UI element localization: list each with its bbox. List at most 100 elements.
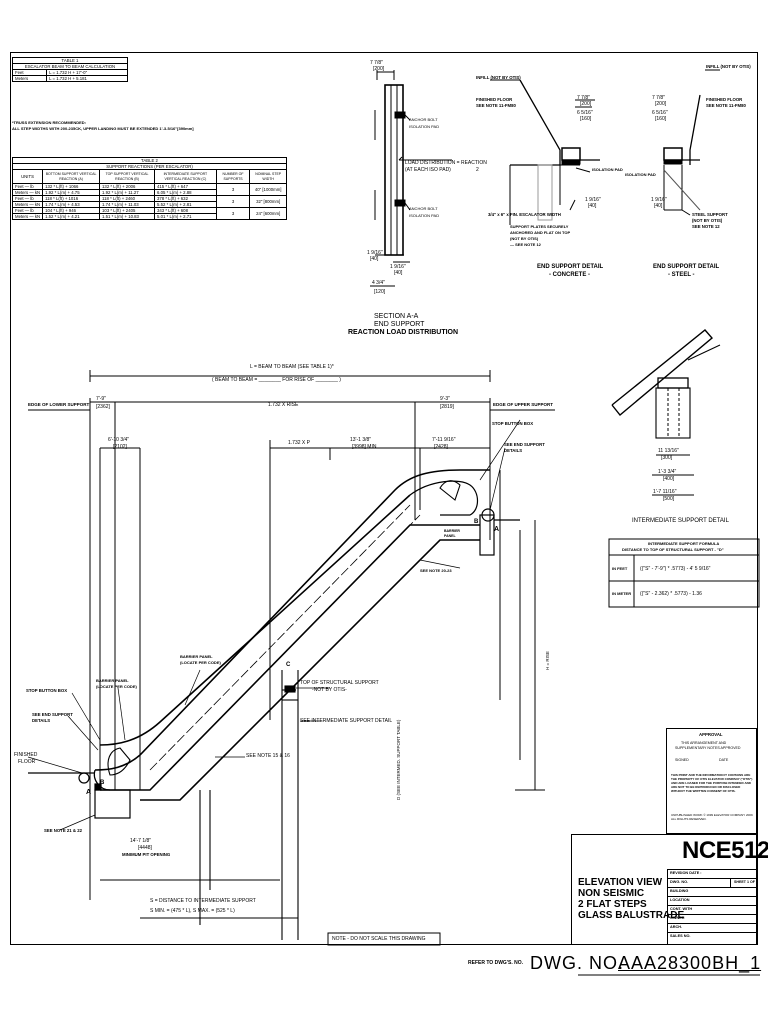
intermediate-dim1: 11 13/16"	[658, 448, 679, 454]
title-elev2: NON SEISMIC	[578, 888, 645, 899]
elev-dim-7-mm: [2428]	[434, 444, 448, 450]
title-elev1: ELEVATION VIEW	[578, 877, 663, 888]
steel-isolation-pad: ISOLATION PAD	[625, 172, 656, 177]
elev-label-c: C	[286, 662, 291, 668]
section-dim-right: 1 9/16"	[390, 264, 406, 270]
elev-dim-13-mm: [3998] MIN	[352, 444, 377, 450]
title-dwg-no: DWG. NO.	[670, 880, 689, 884]
end-support-steel-drawing	[663, 69, 720, 216]
elev-barrier-mid1: BARRIER PANEL	[180, 654, 213, 659]
table2-cell: 24" [600mm]	[249, 207, 287, 220]
title-location: LOCATION	[670, 898, 690, 902]
intermediate-support-c	[100, 670, 299, 940]
elev-dim-7: 7'-11 9/16"	[432, 437, 456, 443]
elev-see-note-2122: SEE NOTE 21 & 22	[44, 828, 82, 833]
end-support-concrete-drawing	[490, 79, 600, 225]
title-sales: SALES NO.	[670, 934, 691, 938]
title-revision: REVISION DATE :	[670, 871, 702, 875]
elev-barrier-top2: PANEL	[444, 534, 456, 538]
approval-date: DATE	[719, 758, 729, 762]
steel-dim1: 7 7/8"	[652, 95, 665, 101]
elev-dim-lower2-mm: [2102]	[113, 444, 127, 450]
elev-dim-13: 13'-1 3/8"	[350, 437, 372, 443]
concrete-plate-note2: ANCHORED AND FLAT ON TOP	[510, 230, 571, 235]
elev-dim-1732: 1.732 X P	[288, 440, 310, 446]
concrete-infill: INFILL (NOT BY OTIS)	[476, 75, 521, 80]
section-dim-left-mm: [40]	[370, 256, 379, 262]
rise-dimensions	[499, 470, 545, 791]
elev-s-label: S = DISTANCE TO INTERMEDIATE SUPPORT	[150, 898, 256, 904]
title-block: NCE512 ELEVATION VIEW NON SEISMIC 2 FLAT…	[571, 834, 768, 945]
elev-finished-floor1: FINISHED	[14, 752, 38, 758]
elev-dim-lower-mm: [2362]	[96, 404, 110, 410]
elev-edge-upper: EDGE OF UPPER SUPPORT	[493, 402, 554, 407]
table2-cell: Meters — kN	[11, 213, 44, 220]
intermediate-feet-label: IN FEET	[612, 566, 628, 571]
approval-legal2: UNPUBLISHED WORK © 1999 ELEVATOR COMPANY…	[671, 813, 753, 821]
title-arch: ARCH.	[670, 925, 683, 929]
elev-top-struct2: -NOT BY OTIS-	[312, 687, 347, 693]
elev-see-end-top2: DETAILS	[504, 448, 523, 453]
approval-line1: THIS ARRANGEMENT AND	[681, 741, 727, 745]
elev-pit-label: MINIMUM PIT OPENING	[122, 852, 171, 857]
elev-l-beam: L = BEAM TO BEAM (SEE TABLE 1)*	[250, 364, 334, 370]
section-isolation-pad: ISOLATION PAD	[409, 124, 440, 129]
concrete-dim2: 6 5/16"	[577, 110, 593, 116]
title-cont: CONT. WITH	[670, 907, 693, 911]
intermediate-dim2: 1'-3 3/4"	[658, 469, 677, 475]
section-anchor-bolt: ANCHOR BOLT	[409, 117, 438, 122]
elevation-top-dimensions	[28, 370, 555, 900]
title-elev3: 2 FLAT STEPS	[578, 899, 647, 910]
approval-title: APPROVAL	[699, 732, 723, 737]
intermediate-dim1-mm: [300]	[661, 455, 673, 461]
approval-box: APPROVAL THIS ARRANGEMENT AND SUPPLEMENT…	[666, 728, 757, 834]
section-load-dist2: (AT EACH ISO PAD)	[405, 167, 451, 173]
table1-note1: *TRUSS EXTENSION RECOMMENDED:	[12, 120, 87, 125]
steel-infill: INFILL (NOT BY OTIS)	[706, 64, 751, 69]
elev-see-intermediate: SEE INTERMEDIATE SUPPORT DETAIL	[300, 718, 393, 724]
section-dim-left: 1 9/16"	[367, 250, 383, 256]
elev-stop-box-low: STOP BUTTON BOX	[26, 688, 68, 693]
concrete-dim2-mm: [160]	[580, 116, 592, 122]
elev-label-b-high: B	[474, 519, 479, 525]
elev-barrier-low2: (LOCATE PER CODE)	[96, 684, 137, 689]
title-elev4: GLASS BALUSTRADE	[578, 910, 685, 921]
concrete-plate: 3/4" x 6" x FIN. ESCALATOR WIDTH	[488, 212, 561, 217]
intermediate-meter-formula: (("S" - 2.362) * .5773) - 1.36	[640, 591, 702, 597]
concrete-dim3-mm: [40]	[588, 203, 597, 209]
steel-see-note: SEE NOTE 11-FM80	[706, 103, 746, 108]
steel-title1: END SUPPORT DETAIL	[653, 264, 720, 270]
steel-finished-floor: FINISHED FLOOR	[706, 97, 743, 102]
steel-dim3-mm: [40]	[654, 203, 663, 209]
intermediate-dim3: 1'-7 11/16"	[653, 489, 677, 495]
concrete-title1: END SUPPORT DETAIL	[537, 264, 604, 270]
table2-cell: 5.01 * L(m) + 2.71	[154, 213, 217, 220]
concrete-isolation-pad: ISOLATION PAD	[592, 167, 623, 172]
steel-dim3: 1 9/16"	[651, 197, 667, 203]
section-title1: SECTION A-A	[374, 313, 419, 320]
concrete-see-note: SEE NOTE 11-FM80	[476, 103, 516, 108]
section-top-dim-mm: [200]	[373, 66, 385, 72]
title-owner: OWNER	[670, 916, 685, 920]
drawing-code: NCE512	[682, 837, 768, 864]
section-title3: REACTION LOAD DISTRIBUTION	[348, 329, 459, 336]
elev-pit-dim: 14'-7 1/8"	[130, 838, 152, 844]
intermediate-support-drawing	[611, 329, 721, 496]
elev-dim-mid: 1.732 X RISE	[268, 402, 299, 408]
elev-see-note-1516: SEE NOTE 15 & 16	[246, 753, 290, 759]
section-load-dist: LOAD DISTRIBUTION = REACTION	[405, 160, 487, 166]
intermediate-feet-formula: (("S" - 7'-9") * .5773) - 4' 5 9/16"	[640, 566, 711, 572]
footer-dwg-label: DWG. NO.	[530, 953, 624, 973]
section-isolation-pad-2: ISOLATION PAD	[409, 213, 440, 218]
section-dim-right-mm: [40]	[394, 270, 403, 276]
upper-support	[479, 508, 520, 556]
steel-support2: (NOT BY OTIS)	[692, 218, 723, 223]
section-top-dim: 7 7/8"	[370, 60, 383, 66]
elev-top-struct1: TOP OF STRUCTURAL SUPPORT	[300, 680, 379, 686]
elev-dim-lower2: 6'-10 3/4"	[108, 437, 130, 443]
elev-stop-box-top: STOP BUTTON BOX	[492, 421, 534, 426]
elev-barrier-low1: BARRIER PANEL	[96, 678, 129, 683]
section-anchor-bolt-2: ANCHOR BOLT	[409, 206, 438, 211]
escalator-inner-lines	[149, 504, 421, 781]
intermediate-formula-sub: DISTANCE TO TOP OF STRUCTURAL SUPPORT - …	[622, 547, 724, 552]
